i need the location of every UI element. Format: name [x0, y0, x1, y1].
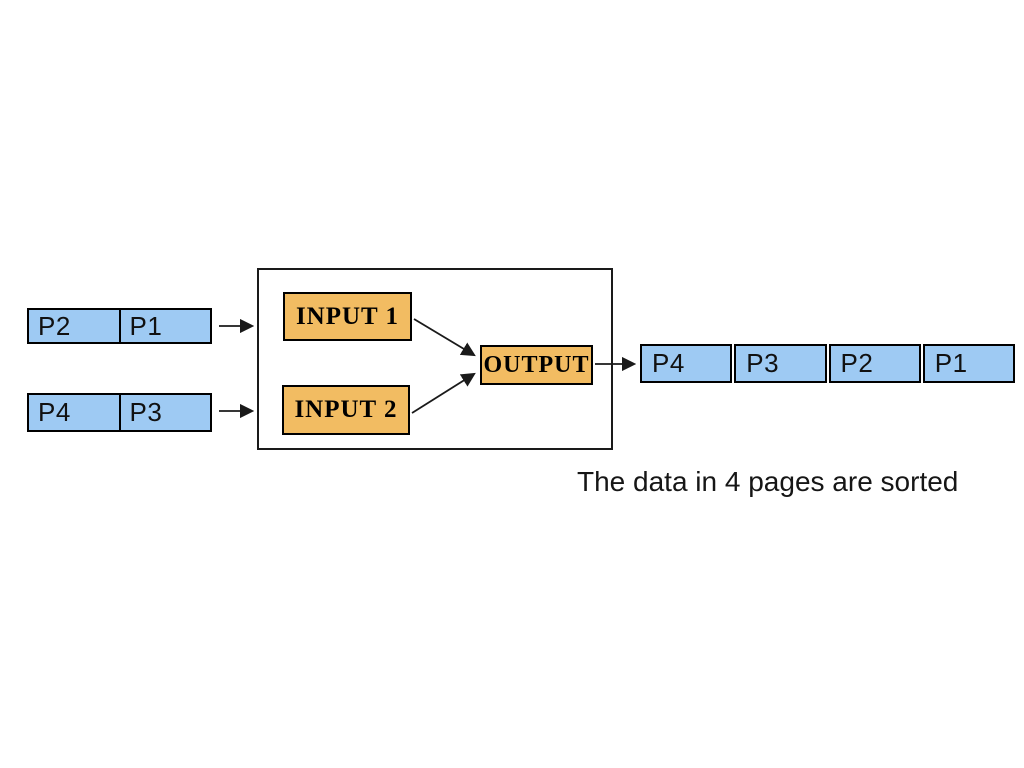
page-cell: P1 — [118, 310, 211, 342]
page-cell: P4 — [38, 397, 71, 427]
input2-buffer-box: INPUT 2 — [282, 385, 410, 435]
output-buffer-box: OUTPUT — [480, 345, 593, 385]
page-cell: P3 — [734, 344, 827, 383]
page-cell: P4 — [640, 344, 733, 383]
page-cell: P2 — [38, 310, 71, 341]
page-cell: P3 — [118, 395, 211, 430]
page-cell: P1 — [922, 344, 1015, 383]
input-run-2: P4 P3 — [27, 393, 212, 432]
caption-text: The data in 4 pages are sorted — [577, 466, 959, 497]
input1-buffer-box: INPUT 1 — [283, 292, 412, 341]
input-run-1: P2 P1 — [27, 308, 212, 344]
page-cell: P2 — [828, 344, 921, 383]
sorted-output-run: P4 P3 P2 P1 — [640, 344, 1015, 383]
